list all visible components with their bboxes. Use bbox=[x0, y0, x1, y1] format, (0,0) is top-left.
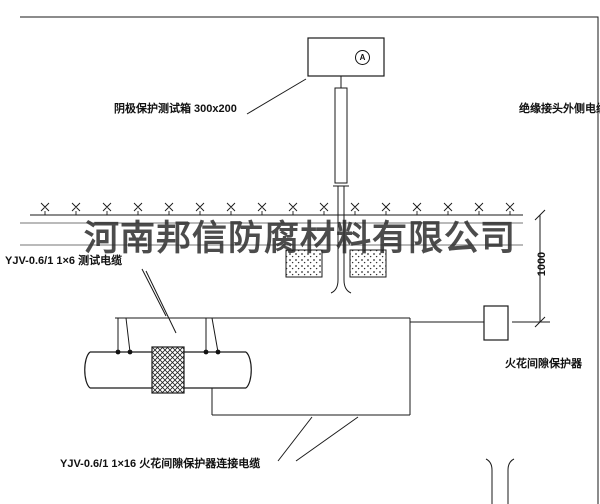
company-watermark: 河南邦信防腐材料有限公司 bbox=[83, 219, 517, 258]
dimension-label: 1000 bbox=[535, 251, 548, 277]
pipe-assembly bbox=[84, 346, 252, 394]
connection-cable-leader-lines bbox=[277, 416, 359, 462]
test-cable-label: YJV-0.6/1 1×6 测试电缆 bbox=[5, 255, 123, 267]
insulating-joint bbox=[151, 346, 185, 394]
spark-gap-label: 火花间隙保护器 bbox=[505, 358, 582, 370]
test-box-label: 阴极保护测试箱 300x200 bbox=[114, 103, 237, 115]
ground-symbols bbox=[40, 202, 515, 215]
riser-conduit bbox=[330, 76, 352, 294]
cable-routing bbox=[115, 317, 411, 416]
meter-symbol: A bbox=[355, 50, 370, 65]
sheet-frame bbox=[20, 16, 599, 504]
cable-terminals bbox=[115, 349, 221, 355]
dimension-line bbox=[512, 209, 550, 328]
connection-cable-label: YJV-0.6/1 1×16 火花间隙保护器连接电缆 bbox=[60, 458, 261, 470]
spark-gap-protector-outline bbox=[410, 305, 509, 341]
concrete-blocks bbox=[285, 249, 387, 278]
right-cable-label: 绝缘接头外侧电缆 bbox=[519, 103, 600, 115]
test-box-leader-line bbox=[246, 78, 307, 115]
watermark-lines bbox=[20, 222, 523, 246]
test-box-outline bbox=[307, 37, 385, 77]
bottom-pipe-symbol bbox=[485, 458, 515, 504]
test-cable-leader-lines bbox=[141, 268, 177, 334]
